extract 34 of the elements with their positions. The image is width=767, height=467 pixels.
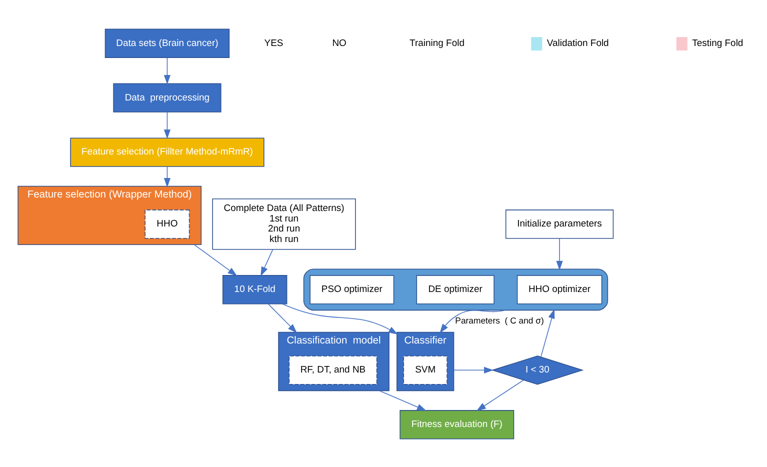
legend-label: Training Fold	[410, 38, 464, 49]
arrow	[282, 303, 398, 334]
legend-label: Testing Fold	[692, 38, 744, 49]
arrow	[260, 248, 274, 276]
arrow	[556, 238, 563, 270]
arrow	[268, 303, 298, 333]
arrow	[164, 56, 171, 84]
node-box: Complete Data (All Patterns) 1st run 2nd run kth run	[212, 198, 356, 250]
node-box: PSO optimizer	[310, 274, 394, 304]
edge-label: Parameters ( C and σ)	[455, 314, 544, 325]
arrow	[194, 244, 238, 276]
arrow	[453, 366, 494, 373]
node-box: Data sets (Brain cancer)	[104, 28, 230, 58]
node-box: DE optimizer	[416, 274, 494, 304]
node-box: RF, DT, and NB	[288, 355, 378, 384]
node-box: HHO optimizer	[516, 274, 602, 304]
node-box: SVM	[403, 355, 448, 384]
arrow	[540, 308, 555, 357]
node-box: Data preprocessing	[113, 82, 222, 112]
arrow	[378, 390, 426, 410]
node-box: Feature selection (Fillter Method-mRmR)	[70, 137, 264, 166]
label: YES	[264, 37, 284, 48]
arrow	[164, 111, 171, 138]
legend-label: Validation Fold	[546, 38, 609, 49]
node-diamond: I < 30	[491, 355, 584, 384]
label: NO	[332, 37, 346, 48]
cluster	[303, 268, 608, 310]
node-box: HHO	[144, 209, 190, 238]
node-box: 10 K-Fold	[222, 274, 288, 304]
node-box: Fitness evaluation (F)	[400, 410, 514, 439]
arrow	[440, 309, 506, 333]
node-box: Initialize parameters	[505, 209, 614, 238]
arrow	[476, 379, 524, 411]
arrow	[164, 166, 171, 187]
